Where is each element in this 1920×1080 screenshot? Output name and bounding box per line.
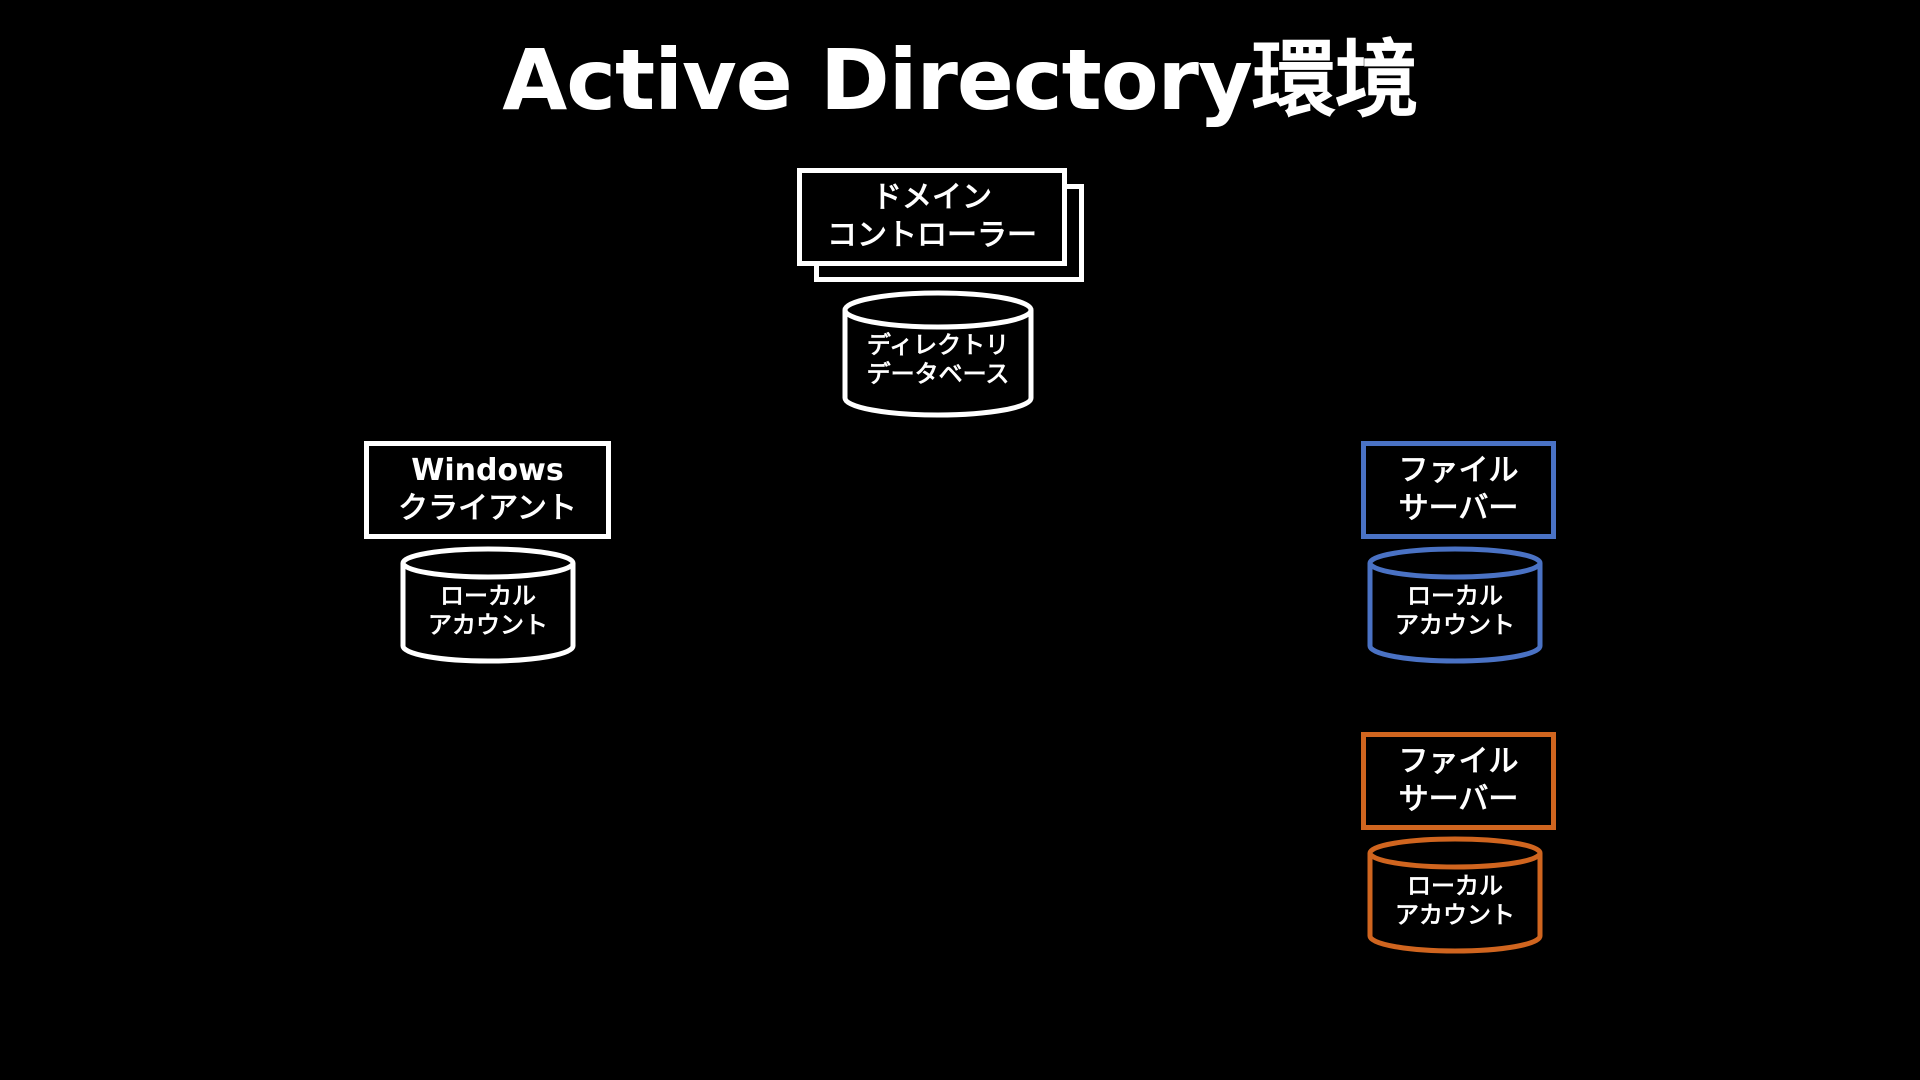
- file-server-blue-box: ファイル サーバー: [1361, 441, 1556, 539]
- file-server-blue-label-line1: ファイル: [1398, 453, 1519, 488]
- diagram-title: Active Directory環境: [502, 31, 1418, 129]
- directory-database-line1: ディレクトリ: [866, 331, 1010, 359]
- domain-controller-label-line1: ドメイン: [872, 180, 992, 215]
- file-server-orange-label-line2: サーバー: [1398, 782, 1519, 817]
- file-server-blue-db-line2: アカウント: [1395, 611, 1515, 639]
- file-server-orange-db-line2: アカウント: [1395, 901, 1515, 929]
- database-icon: [1367, 836, 1543, 954]
- windows-client-label-line2: クライアント: [398, 491, 577, 526]
- database-icon: [1367, 546, 1543, 664]
- file-server-orange-label-line1: ファイル: [1398, 744, 1519, 779]
- file-server-blue-db-line1: ローカル: [1407, 582, 1503, 610]
- domain-controller-box: ドメイン コントローラー: [797, 168, 1067, 266]
- windows-client-db-line2: アカウント: [428, 611, 548, 639]
- domain-controller-label-line2: コントローラー: [827, 218, 1037, 253]
- database-icon: [400, 546, 576, 664]
- file-server-blue-label-line2: サーバー: [1398, 491, 1519, 526]
- file-server-blue-local-account-cylinder: ローカル アカウント: [1367, 546, 1543, 664]
- directory-database-cylinder: ディレクトリ データベース: [842, 290, 1034, 420]
- database-icon: [842, 290, 1034, 418]
- file-server-orange-box: ファイル サーバー: [1361, 732, 1556, 830]
- windows-client-local-account-cylinder: ローカル アカウント: [400, 546, 576, 664]
- windows-client-box: Windows クライアント: [364, 441, 611, 539]
- windows-client-db-line1: ローカル: [440, 582, 536, 610]
- file-server-orange-db-line1: ローカル: [1407, 872, 1503, 900]
- windows-client-label-line1: Windows: [411, 453, 564, 488]
- file-server-orange-local-account-cylinder: ローカル アカウント: [1367, 836, 1543, 954]
- directory-database-line2: データベース: [866, 360, 1010, 388]
